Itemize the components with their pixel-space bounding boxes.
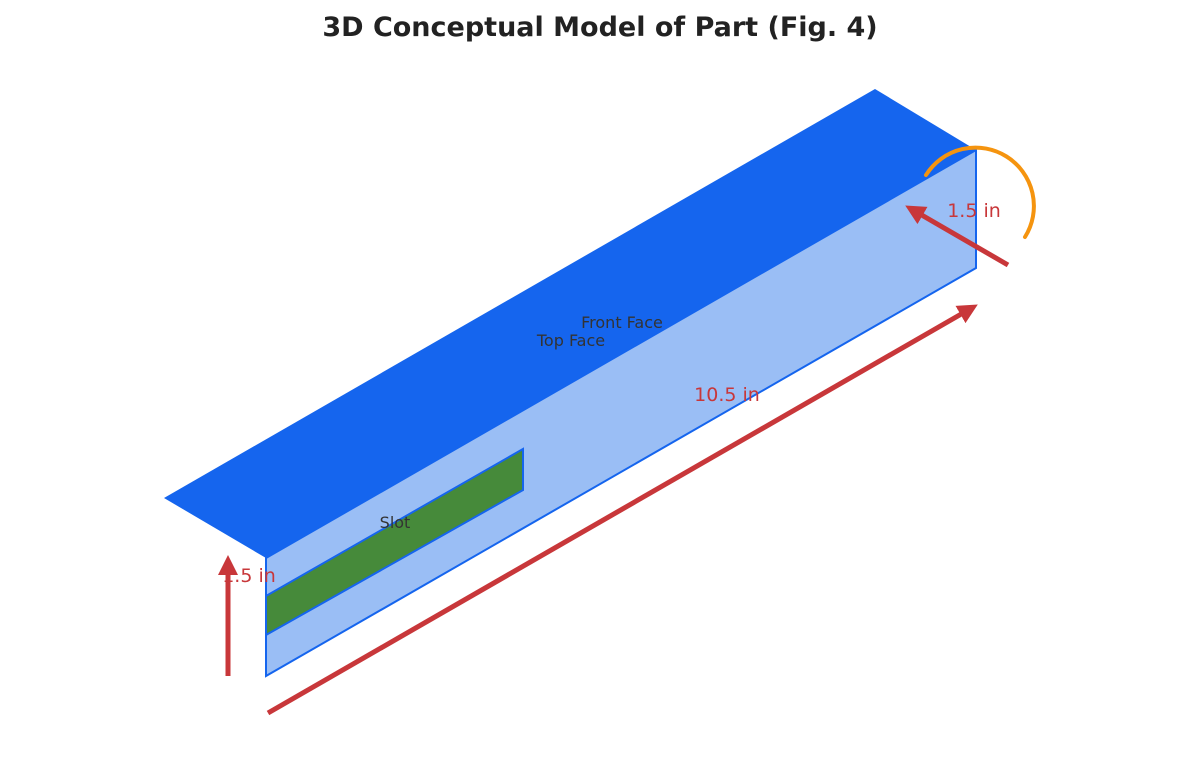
top-face: [164, 89, 976, 558]
height-dimension-label: 1.5 in: [222, 565, 276, 587]
length-dimension-label: 10.5 in: [694, 384, 760, 406]
front-face-label: Front Face: [581, 313, 663, 332]
width-dimension-label: 1.5 in: [947, 200, 1001, 222]
slot: [265, 447, 524, 637]
top-face-label: Top Face: [536, 331, 605, 350]
rotation-arc: [924, 145, 1036, 239]
diagram-title: 3D Conceptual Model of Part (Fig. 4): [322, 12, 878, 43]
slot-label: Slot: [380, 513, 411, 532]
width-dimension-arrow: [905, 205, 1010, 268]
length-dimension-arrow: [266, 304, 978, 716]
